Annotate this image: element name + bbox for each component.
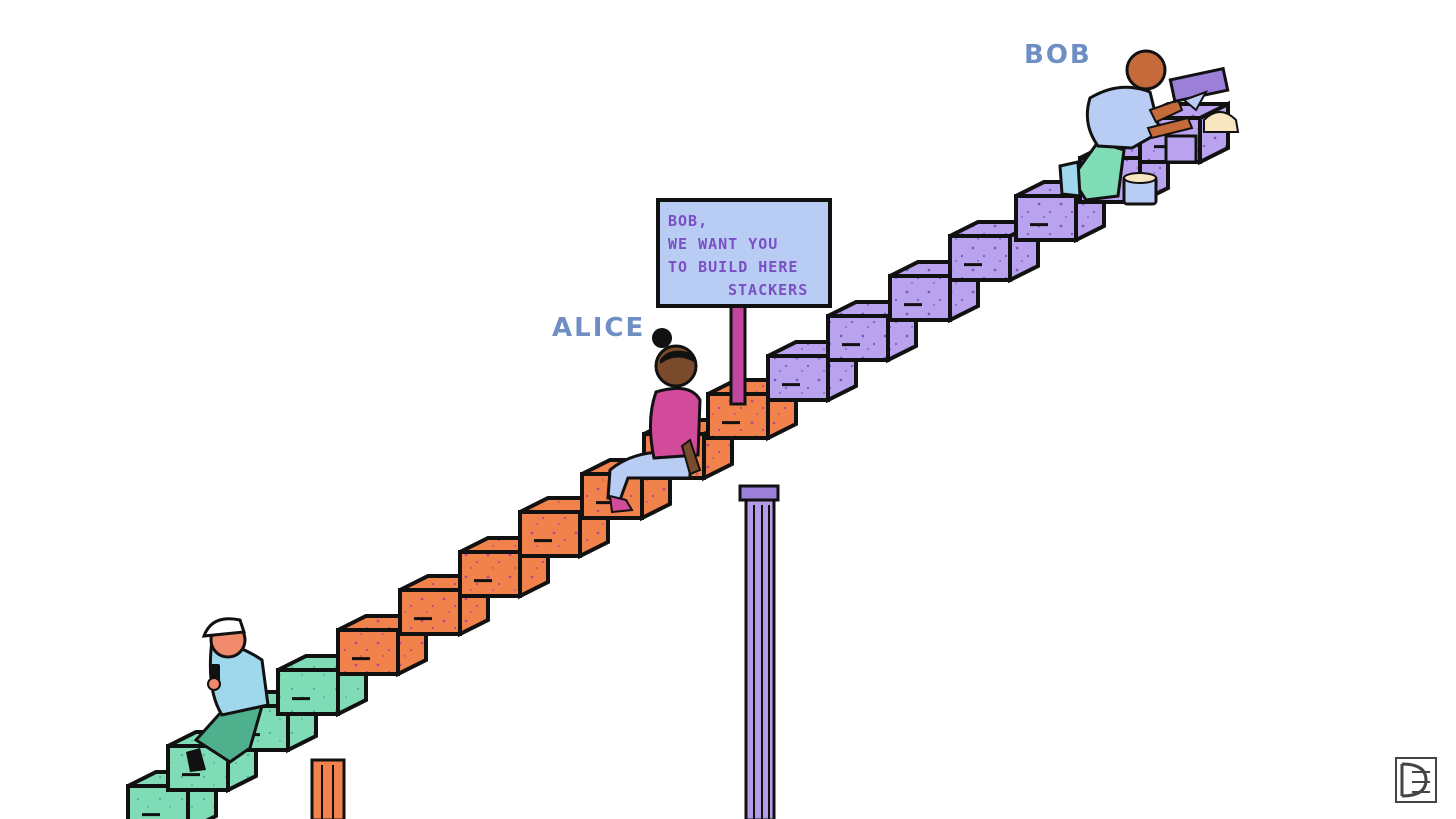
sign-post bbox=[729, 298, 747, 406]
stair-step-front bbox=[458, 550, 522, 598]
sign-line-3: TO BUILD HERE bbox=[668, 258, 798, 276]
alice-figure bbox=[606, 328, 702, 514]
stair-step-front bbox=[766, 354, 830, 402]
purple-pillar bbox=[738, 484, 780, 819]
publisher-monogram-icon bbox=[1395, 757, 1437, 803]
orange-pillar-stub bbox=[310, 758, 346, 819]
man-with-phone bbox=[186, 617, 270, 772]
stair-step-front bbox=[888, 274, 952, 322]
sign: BOB, WE WANT YOU TO BUILD HERE STACKERS bbox=[656, 198, 832, 406]
alice-label: ALICE bbox=[552, 313, 645, 343]
stair-step-front bbox=[518, 510, 582, 558]
stair-step-front bbox=[398, 588, 462, 636]
bob-figure bbox=[1058, 49, 1240, 206]
stair-step-front bbox=[826, 314, 890, 362]
stair-step-front bbox=[948, 234, 1012, 282]
sign-line-1: BOB, bbox=[668, 212, 708, 230]
bob-label: BOB bbox=[1024, 40, 1092, 70]
sign-line-4: STACKERS bbox=[728, 281, 808, 299]
stair-step-front bbox=[336, 628, 400, 676]
stair-step-front bbox=[276, 668, 340, 716]
sign-line-2: WE WANT YOU bbox=[668, 235, 778, 253]
sign-board bbox=[656, 198, 832, 308]
stair-step-front bbox=[1014, 194, 1078, 242]
